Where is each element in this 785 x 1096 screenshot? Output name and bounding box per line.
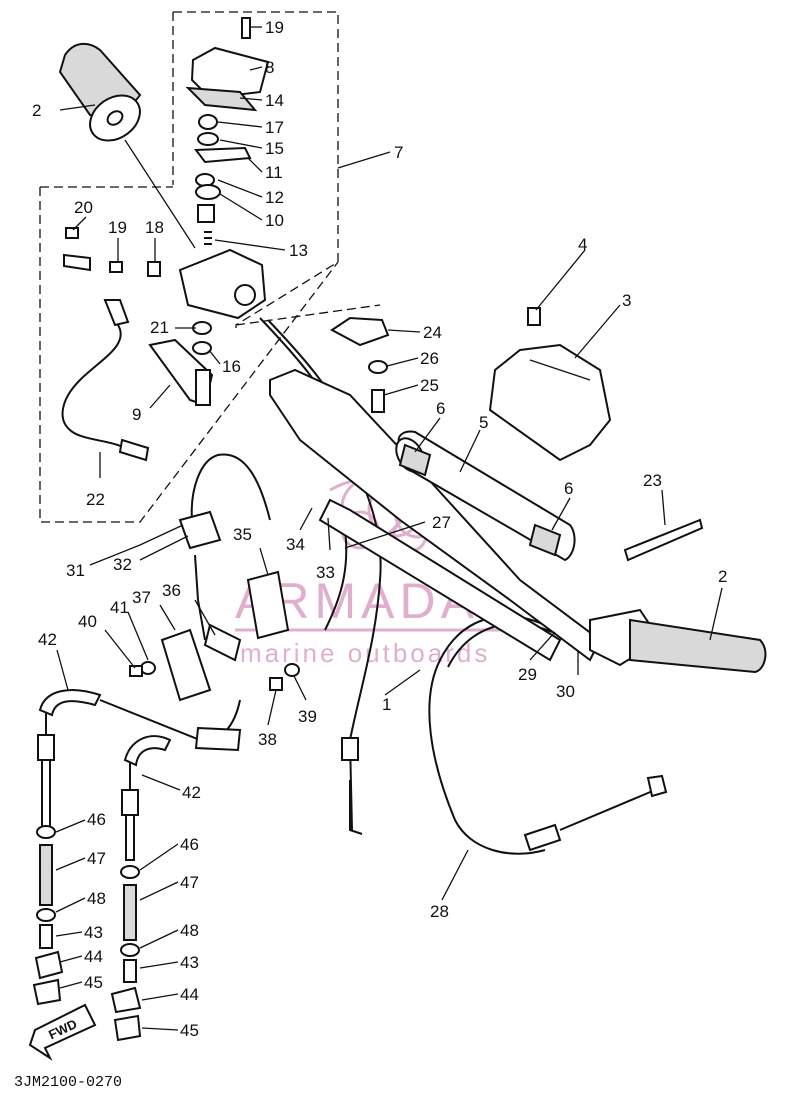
left-grip-part-2	[58, 42, 142, 142]
callout-43a: 43	[84, 923, 103, 942]
callout-16: 16	[222, 357, 241, 376]
callout-39: 39	[298, 707, 317, 726]
brake-lever-assembly	[129, 453, 300, 702]
callout-42b: 42	[182, 783, 201, 802]
callout-19a: 19	[265, 18, 284, 37]
callout-4: 4	[578, 235, 587, 254]
callout-28: 28	[430, 902, 449, 921]
callout-21: 21	[150, 318, 169, 337]
stop-switch-wire-22	[61, 299, 150, 462]
callout-35: 35	[233, 525, 252, 544]
right-grip-part-2	[589, 608, 767, 674]
callout-47a: 47	[87, 849, 106, 868]
callout-48a: 48	[87, 889, 106, 908]
callout-44b: 44	[180, 985, 199, 1004]
callout-labels: 19 8 2 14 17 15 7 11 12 10 20 19 18 13 4…	[32, 18, 727, 1040]
callout-33: 33	[316, 563, 335, 582]
callout-7: 7	[394, 143, 403, 162]
callout-20: 20	[74, 198, 93, 217]
callout-24: 24	[423, 323, 442, 342]
callout-27: 27	[432, 513, 451, 532]
callout-2b: 2	[718, 567, 727, 586]
switch-cover-stack	[185, 17, 270, 245]
callout-12: 12	[265, 188, 284, 207]
callout-9: 9	[132, 405, 141, 424]
callout-23: 23	[643, 471, 662, 490]
callout-18: 18	[145, 218, 164, 237]
callout-45b: 45	[180, 1021, 199, 1040]
leader-lines	[55, 26, 723, 1031]
callout-31: 31	[66, 561, 85, 580]
callout-1: 1	[382, 695, 391, 714]
cable-strap-23	[623, 518, 704, 562]
watermark-tagline: marine outboards	[240, 638, 490, 668]
callout-5: 5	[479, 413, 488, 432]
diagram-code: 3JM2100-0270	[14, 1074, 122, 1091]
callout-11: 11	[265, 163, 283, 182]
forward-arrow-icon: FWD	[28, 1003, 97, 1061]
throttle-housing	[63, 227, 267, 407]
callout-48b: 48	[180, 921, 199, 940]
callout-38: 38	[258, 730, 277, 749]
callout-30: 30	[556, 682, 575, 701]
callout-22: 22	[86, 490, 105, 509]
handlebar-pad-5	[395, 430, 576, 562]
clamp-24	[330, 316, 390, 413]
callout-3: 3	[622, 291, 631, 310]
callout-43b: 43	[180, 953, 199, 972]
callout-42a: 42	[38, 630, 57, 649]
handlebar-cover-3	[488, 307, 612, 462]
lower-cables-42	[32, 689, 242, 1042]
callout-45a: 45	[84, 973, 103, 992]
callout-29: 29	[518, 665, 537, 684]
callout-44a: 44	[84, 947, 103, 966]
callout-10: 10	[265, 211, 284, 230]
callout-32: 32	[113, 555, 132, 574]
callout-6b: 6	[564, 479, 573, 498]
callout-13: 13	[289, 241, 308, 260]
callout-34: 34	[286, 535, 305, 554]
callout-36: 36	[162, 581, 181, 600]
callout-41: 41	[110, 598, 129, 617]
callout-6a: 6	[436, 399, 445, 418]
callout-47b: 47	[180, 873, 199, 892]
callout-17: 17	[265, 118, 284, 137]
callout-8: 8	[265, 58, 274, 77]
callout-40: 40	[78, 612, 97, 631]
callout-25: 25	[420, 376, 439, 395]
callout-2a: 2	[32, 101, 41, 120]
callout-37: 37	[132, 588, 151, 607]
callout-46b: 46	[180, 835, 199, 854]
callout-14: 14	[265, 91, 284, 110]
callout-26: 26	[420, 349, 439, 368]
callout-15: 15	[265, 139, 284, 158]
assembly-outline-7	[39, 11, 381, 523]
callout-19b: 19	[108, 218, 127, 237]
callout-46a: 46	[87, 810, 106, 829]
